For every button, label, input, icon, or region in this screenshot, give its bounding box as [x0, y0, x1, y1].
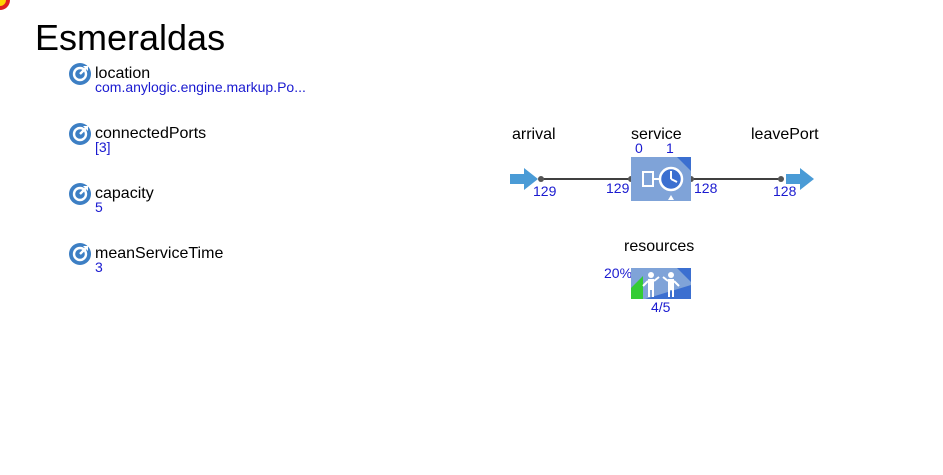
parameter-value: 3	[95, 259, 103, 275]
port-dot	[538, 176, 544, 182]
resources-label: resources	[624, 238, 695, 255]
parameter-icon	[69, 183, 91, 205]
service-in-count: 129	[606, 180, 630, 196]
service-in-service-count: 1	[666, 140, 674, 156]
resource-pool-icon	[642, 272, 680, 297]
parameter-name: capacity	[95, 185, 154, 202]
parameter-name: meanServiceTime	[95, 245, 224, 262]
parameter-value: 5	[95, 199, 103, 215]
parameter-icon	[69, 123, 91, 145]
parameter-name: connectedPorts	[95, 125, 207, 142]
service-clock-icon	[642, 166, 684, 200]
parameter-value: [3]	[95, 139, 111, 155]
service-label: service	[631, 126, 682, 143]
leaveport-label: leavePort	[751, 126, 819, 143]
parameter-value: com.anylogic.engine.markup.Po...	[95, 79, 306, 95]
arrival-label: arrival	[512, 126, 556, 143]
corner-indicator-icon	[0, 0, 10, 10]
service-block[interactable]	[631, 157, 691, 201]
port-dot	[778, 176, 784, 182]
resources-busy-total: 4/5	[651, 299, 671, 315]
parameter-icon	[69, 243, 91, 265]
page-title: Esmeraldas	[35, 17, 226, 58]
exit-arrow-icon[interactable]	[786, 168, 814, 190]
parameter-name: location	[95, 65, 151, 82]
parameter-icon	[69, 63, 91, 85]
enter-arrow-icon[interactable]	[510, 168, 538, 190]
service-queue-count: 0	[635, 140, 643, 156]
arrival-count: 129	[533, 183, 557, 199]
resource-pool-block[interactable]	[631, 268, 691, 299]
leaveport-count: 128	[773, 183, 797, 199]
resources-utilization: 20%	[604, 265, 633, 281]
service-out-count: 128	[694, 180, 718, 196]
